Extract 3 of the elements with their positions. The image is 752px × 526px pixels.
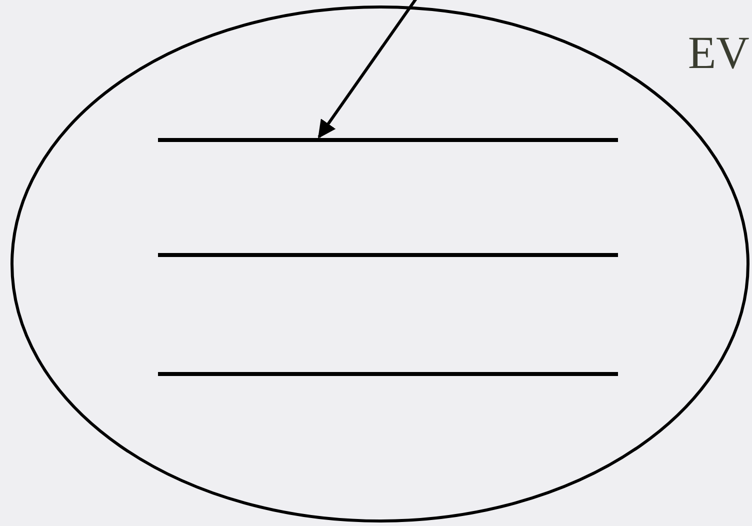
heading-text: EV	[688, 26, 750, 79]
ellipse-outline	[10, 5, 750, 523]
arrow	[318, 0, 420, 138]
